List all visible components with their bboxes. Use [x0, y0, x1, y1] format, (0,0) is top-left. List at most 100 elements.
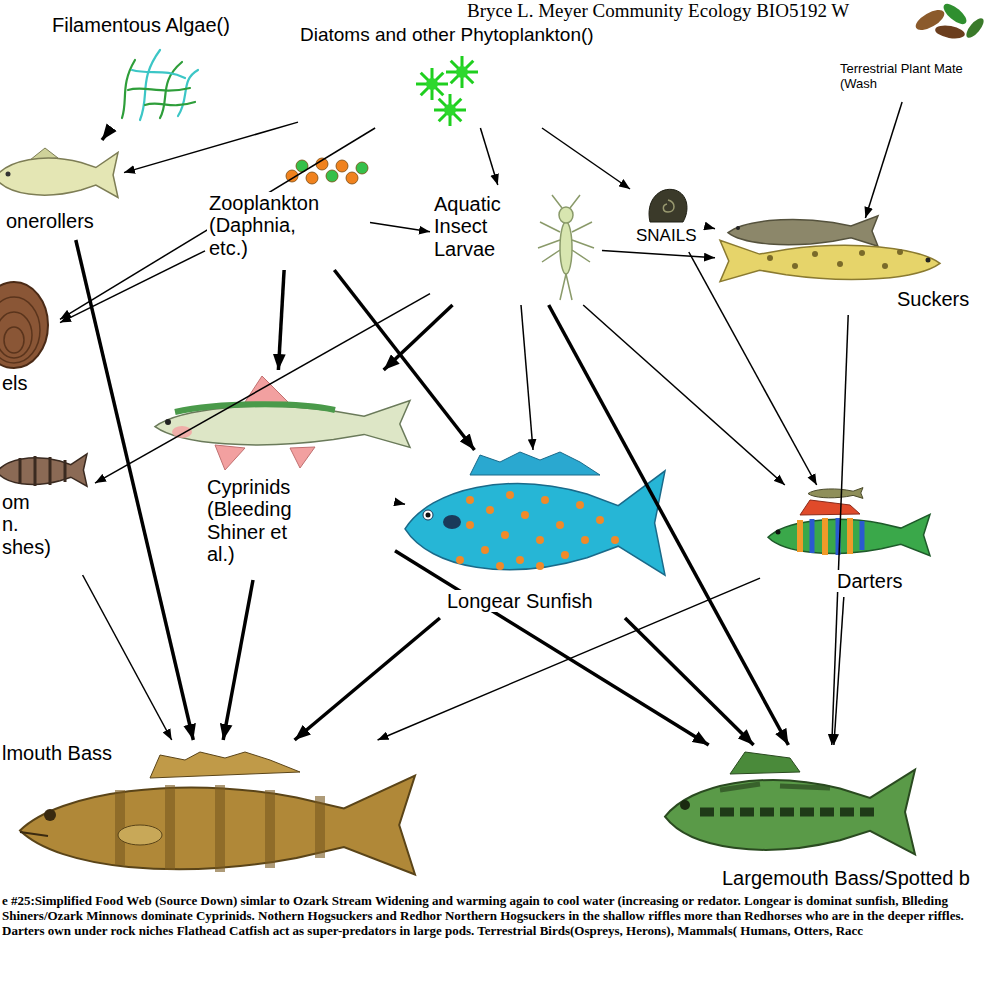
sucker-fish-part — [736, 226, 740, 230]
food-arrow — [689, 252, 817, 485]
food-arrow — [832, 315, 848, 745]
longear-sunfish-part-part — [516, 556, 524, 564]
darter-fish-part — [768, 514, 930, 555]
title-holder: Bryce L. Meyer Community Ecology BIO5192… — [465, 0, 851, 22]
largemouth-bass-part — [730, 752, 800, 774]
diatom-icon-part — [446, 56, 478, 88]
darter-fish-part — [808, 488, 863, 499]
zooplankton-icon-part — [326, 170, 338, 182]
snail-icon-part — [663, 200, 674, 212]
diatom-icon-part — [434, 94, 466, 126]
food-arrow — [370, 223, 430, 232]
organism-node: Longear Sunfish — [405, 450, 675, 618]
longear-sunfish — [405, 452, 665, 575]
longear-sunfish-part-part — [506, 491, 514, 499]
mussel-icon-part — [4, 327, 24, 353]
organism-node: Zooplankton (Daphnia, etc.) — [205, 150, 370, 270]
algae-icon-part — [128, 88, 190, 91]
organism-label: om n. shes) — [0, 491, 53, 558]
darter-fish-part — [812, 518, 862, 555]
sucker-fish-part — [792, 263, 798, 269]
longear-sunfish-part — [470, 452, 600, 475]
food-arrow — [223, 580, 253, 740]
food-arrow — [521, 305, 533, 450]
longear-sunfish-part-part — [596, 516, 604, 524]
organism-label: Largemouth Bass/Spotted b — [720, 867, 972, 889]
insect-larva-icon — [538, 195, 594, 300]
organism-node: onerollers — [4, 140, 124, 240]
organism-node: Diatoms and other Phytoplankton() — [298, 20, 630, 128]
stoneroller-fish-part — [0, 153, 118, 198]
food-arrow — [865, 102, 902, 218]
sucker-fish-part — [767, 255, 773, 261]
longear-sunfish-part-part — [556, 521, 564, 529]
insect-larva-icon-part — [538, 195, 594, 300]
zooplankton-icon-part — [346, 172, 358, 184]
cyprinid-fish-part — [172, 426, 192, 438]
organism-label: Cyprinids (Bleeding Shiner et al.) — [205, 476, 309, 566]
zooplankton-icon-part — [306, 172, 318, 184]
food-arrow — [834, 597, 844, 745]
smallmouth-bass-part — [20, 832, 48, 836]
food-arrow — [278, 270, 284, 370]
sucker-fish-part — [837, 261, 843, 267]
snail-icon — [649, 189, 687, 222]
sucker-fish-part — [897, 249, 903, 255]
longear-sunfish-part-part — [536, 562, 544, 570]
largemouth-bass-part — [665, 770, 915, 855]
longear-sunfish-part — [426, 513, 431, 518]
sucker-fish-part — [926, 258, 931, 263]
longear-sunfish-part-part — [536, 536, 544, 544]
mussel-icon — [0, 282, 48, 368]
algae-icon-part — [140, 50, 160, 120]
diatom-icon-part — [456, 66, 468, 78]
cyprinid-fish-part — [165, 419, 171, 425]
sucker-fish-part — [720, 240, 940, 281]
diatom-icon-part — [444, 104, 456, 116]
darter-fish — [768, 488, 930, 556]
longear-sunfish-part-part — [481, 546, 489, 554]
largemouth-bass-part — [720, 784, 830, 790]
food-arrow — [542, 128, 630, 189]
smallmouth-bass-part — [44, 809, 56, 821]
food-arrow — [602, 251, 715, 258]
longear-sunfish-part-part — [611, 536, 619, 544]
sucker-fish-part — [859, 250, 865, 256]
food-arrow — [583, 305, 785, 485]
mussel-icon-part — [0, 282, 48, 368]
longear-sunfish-part-part — [466, 496, 474, 504]
algae-icon-part — [132, 70, 185, 78]
organism-label: onerollers — [4, 210, 96, 232]
figure-caption: e #25:Simplified Food Web (Source Down) … — [2, 893, 996, 938]
zooplankton-icon-part — [336, 160, 348, 172]
leaf-litter-icon-part — [963, 16, 986, 41]
leaf-litter-icon-part — [940, 0, 969, 27]
mussel-icon-part — [0, 312, 32, 358]
mussel-icon-part — [0, 297, 40, 363]
organism-label: Diatoms and other Phytoplankton() — [298, 24, 596, 45]
largemouth-bass-part — [680, 800, 690, 810]
organism-label: SNAILS — [634, 226, 698, 245]
leaf-litter-icon-part — [934, 23, 966, 40]
cyprinid-fish-part — [155, 401, 410, 448]
organism-node: Darters — [760, 485, 935, 597]
food-arrow — [378, 578, 760, 740]
cyprinid-fish — [155, 376, 410, 470]
organism-node: Cyprinids (Bleeding Shiner et al.) — [150, 370, 395, 580]
organism-label: lmouth Bass — [0, 742, 114, 764]
food-arrow — [102, 128, 111, 140]
largemouth-bass — [665, 752, 915, 854]
organism-label: Darters — [835, 570, 905, 592]
food-arrow — [124, 122, 298, 173]
organism-label: Terrestrial Plant Mate (Wash — [838, 62, 994, 91]
smallmouth-bass — [20, 752, 415, 875]
darter-fish-part — [800, 500, 860, 515]
stoneroller-fish-part — [6, 172, 11, 177]
longear-sunfish-part — [456, 491, 619, 570]
diatom-icon-part — [426, 78, 438, 90]
smallmouth-bass-part — [118, 825, 162, 845]
longear-sunfish-part-part — [466, 521, 474, 529]
longear-sunfish-part-part — [521, 511, 529, 519]
organism-node: Filamentous Algae() — [50, 10, 262, 128]
